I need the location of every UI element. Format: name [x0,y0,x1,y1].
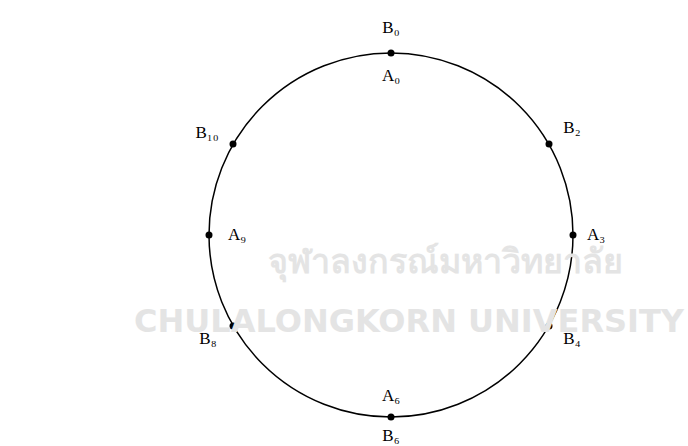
point-dot [206,232,213,239]
circle-outline [209,53,573,417]
point-label: A₆ [382,387,400,406]
point-dot [570,232,577,239]
point-label: B₆ [382,427,399,446]
point-label: B₂ [563,119,580,138]
watermark-text: จุฬาลงกรณ์มหาวิทยาลัย [268,243,623,280]
point-label: B₄ [563,330,580,349]
point-dots [206,50,577,421]
point-label: B₁₀ [195,124,218,143]
point-dot [388,50,395,57]
point-label: A₉ [228,226,246,245]
point-dot [546,141,553,148]
point-label: B₀ [382,19,399,38]
point-dot [388,414,395,421]
point-label: A₃ [587,226,605,245]
point-dot [230,141,237,148]
point-label: B₈ [199,330,216,349]
point-label: A₀ [382,67,400,86]
